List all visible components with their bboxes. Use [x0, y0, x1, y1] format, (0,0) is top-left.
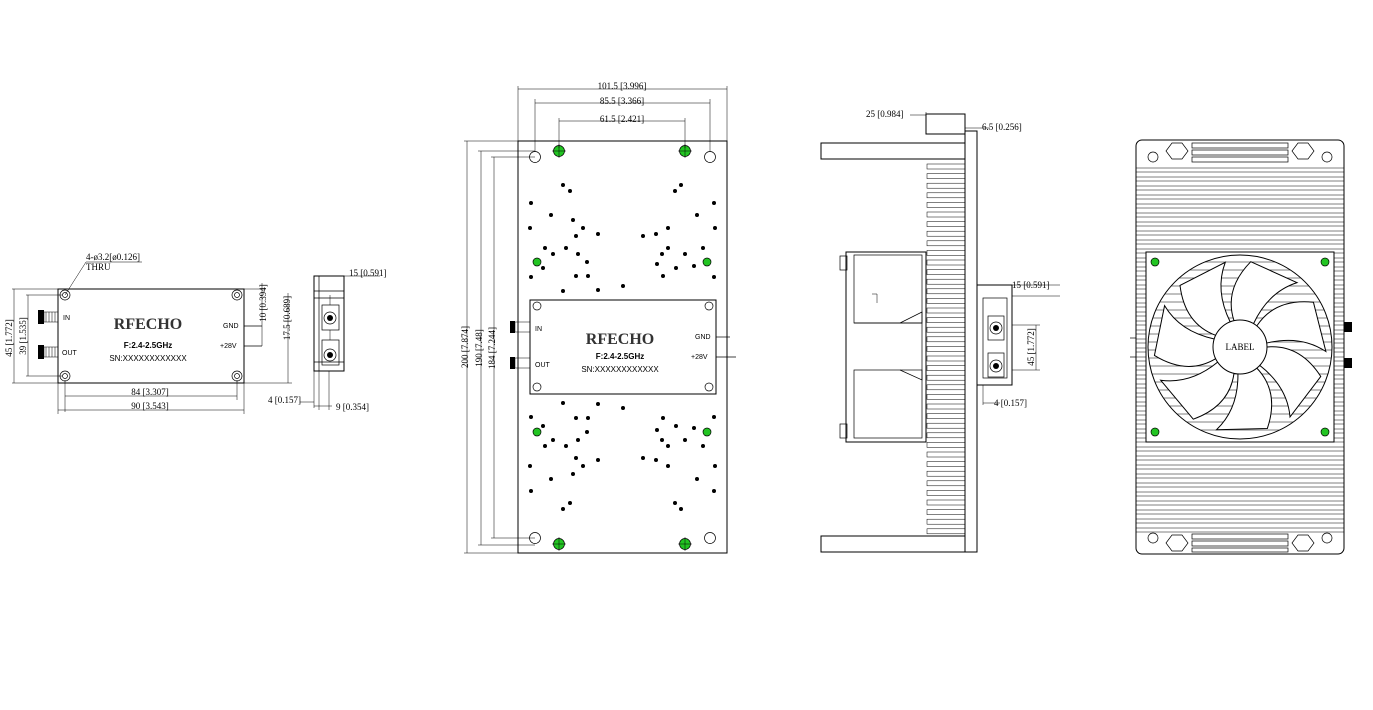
small-dim-width-inner: 84 [3.307] [131, 387, 169, 397]
plate-sn: SN:XXXXXXXXXXXX [581, 365, 659, 374]
fan-label: LABEL [1226, 342, 1255, 352]
small-brand: RFECHO [114, 316, 182, 333]
hole-note-thru: THRU [86, 262, 111, 272]
side-dim-top-left: 25 [0.984] [866, 109, 904, 119]
plate-freq: F:2.4-2.5GHz [596, 352, 644, 361]
fan-blades-icon [1153, 261, 1327, 431]
side-dim-left: 4 [0.157] [268, 395, 301, 405]
side-dim-bottom: 9 [0.354] [336, 402, 369, 412]
small-port-in: IN [63, 315, 70, 322]
small-port-out: OUT [62, 350, 78, 357]
plate-dim-w3: 61.5 [2.421] [600, 114, 644, 124]
side-dim-top: 15 [0.591] [349, 268, 387, 278]
side-dim-mod-height: 45 [1.772] [1026, 328, 1036, 366]
plate-port-gnd: GND [695, 334, 711, 341]
plate-brand: RFECHO [586, 331, 654, 348]
plate-port-28v: +28V [691, 354, 708, 361]
in-connector-icon [38, 310, 59, 324]
heatsink-side-view: 25 [0.984] 6.5 [0.256] 15 [0.591] 45 [1.… [820, 109, 1060, 553]
side-dim-top-right: 6.5 [0.256] [982, 122, 1022, 132]
small-freq: F:2.4-2.5GHz [124, 341, 172, 350]
plate-port-in: IN [535, 326, 542, 333]
hole-note: 4-ø3.2[ø0.126] [86, 252, 140, 262]
plate-port-out: OUT [535, 362, 551, 369]
small-dim-height-outer: 45 [1.772] [4, 319, 14, 357]
plate-module-body [529, 299, 717, 395]
small-dim-gnd-offset: 10 [0.394] [258, 284, 268, 322]
small-port-gnd: GND [223, 323, 239, 330]
plate-top-view: IN OUT GND +28V RFECHO F:2.4-2.5GHz SN:X… [460, 81, 736, 554]
plate-dim-w2: 85.5 [3.366] [600, 96, 644, 106]
fan-screw-icon [1150, 257, 1330, 437]
side-dim-mod-top: 15 [0.591] [1012, 280, 1050, 290]
plate-dim-h3: 184 [7.244] [487, 327, 497, 369]
small-port-28v: +28V [220, 343, 237, 350]
plate-dim-h1: 200 [7.874] [460, 326, 470, 368]
plate-dim-h2: 190 [7.48] [474, 329, 484, 367]
small-dim-height-inner: 39 [1.535] [18, 317, 28, 355]
small-sn: SN:XXXXXXXXXXXX [109, 354, 187, 363]
side-dim-mod-bottom: 4 [0.157] [994, 398, 1027, 408]
small-dim-pin-offset: 17.5 [0.689] [282, 296, 292, 340]
fan-top-view: LABEL [1130, 139, 1352, 555]
plate-dim-w1: 101.5 [3.996] [598, 81, 647, 91]
small-module-side-view: 15 [0.591] 4 [0.157] 9 [0.354] [268, 268, 387, 412]
small-module-body [57, 288, 245, 384]
small-dim-width-outer: 90 [3.543] [131, 401, 169, 411]
small-module-top-view: IN OUT GND +28V RFECHO F:2.4-2.5GHz SN:X… [4, 252, 292, 414]
out-connector-icon [38, 345, 59, 359]
